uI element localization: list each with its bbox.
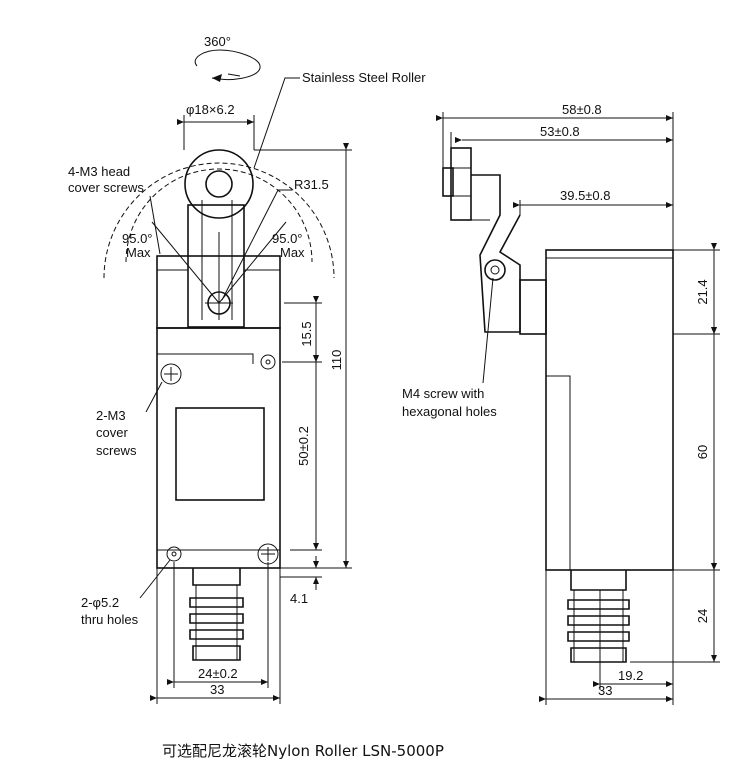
caption: 可选配尼龙滚轮Nylon Roller LSN-5000P — [162, 742, 444, 760]
rotation-arrow-icon — [194, 49, 261, 82]
roller-hub — [205, 170, 233, 198]
side-body — [545, 249, 674, 571]
angle-left-label: 95.0° — [122, 231, 153, 246]
side-head-stub — [519, 279, 547, 335]
switch-body — [156, 327, 281, 569]
cover-screws-label-3: screws — [96, 443, 137, 458]
m4-label-1: M4 screw with — [402, 386, 484, 401]
head-screws-label-1: 4-M3 head — [68, 164, 130, 179]
dim-15-5: 15.5 — [299, 321, 314, 346]
dim-60: 60 — [695, 445, 710, 459]
dim-24-side: 24 — [695, 609, 710, 623]
dim-4-1: 4.1 — [290, 591, 308, 606]
cover-screw-icon — [257, 543, 279, 565]
dim-58: 58±0.8 — [562, 102, 602, 117]
thru-hole-icon — [166, 546, 182, 562]
head-screws-label-2: cover screws — [68, 180, 144, 195]
thru-hole-icon — [260, 354, 276, 370]
dim-50: 50±0.2 — [296, 426, 311, 466]
dim-39-5: 39.5±0.8 — [560, 188, 611, 203]
side-cable-gland — [567, 570, 630, 663]
dim-24-front: 24±0.2 — [198, 666, 238, 681]
cover-screws-label-1: 2-M3 — [96, 408, 126, 423]
roller-size-label: φ18×6.2 — [186, 102, 235, 117]
cable-gland — [189, 568, 244, 661]
angle-left-max: Max — [126, 245, 151, 260]
angle-right-label: 95.0° — [272, 231, 303, 246]
rotation-label: 360° — [204, 34, 231, 49]
side-view: M4 screw with hexagonal holes 58±0.8 53±… — [402, 102, 720, 705]
dim-110: 110 — [329, 350, 344, 371]
thru-holes-label-1: 2-φ5.2 — [81, 595, 119, 610]
cover-screw-icon — [160, 363, 182, 385]
front-view: 360° — [68, 34, 426, 704]
radius-label: R31.5 — [294, 177, 329, 192]
thru-holes-label-2: thru holes — [81, 612, 139, 627]
m4-screw-icon — [484, 259, 506, 281]
angle-right-max: Max — [280, 245, 305, 260]
side-arm — [471, 174, 521, 333]
roller-label: Stainless Steel Roller — [302, 70, 426, 85]
window — [175, 407, 265, 501]
dim-19-2: 19.2 — [618, 668, 643, 683]
cover-screws-label-2: cover — [96, 425, 128, 440]
swing-arc-inner — [125, 168, 313, 263]
dim-33-front: 33 — [210, 682, 224, 697]
dim-33-side: 33 — [598, 683, 612, 698]
dim-53: 53±0.8 — [540, 124, 580, 139]
m4-label-2: hexagonal holes — [402, 404, 497, 419]
roller — [184, 149, 254, 219]
side-roller — [442, 147, 472, 221]
roller-arm — [187, 204, 245, 328]
dim-21-4: 21.4 — [695, 279, 710, 304]
swing-arc-outer — [103, 162, 335, 279]
